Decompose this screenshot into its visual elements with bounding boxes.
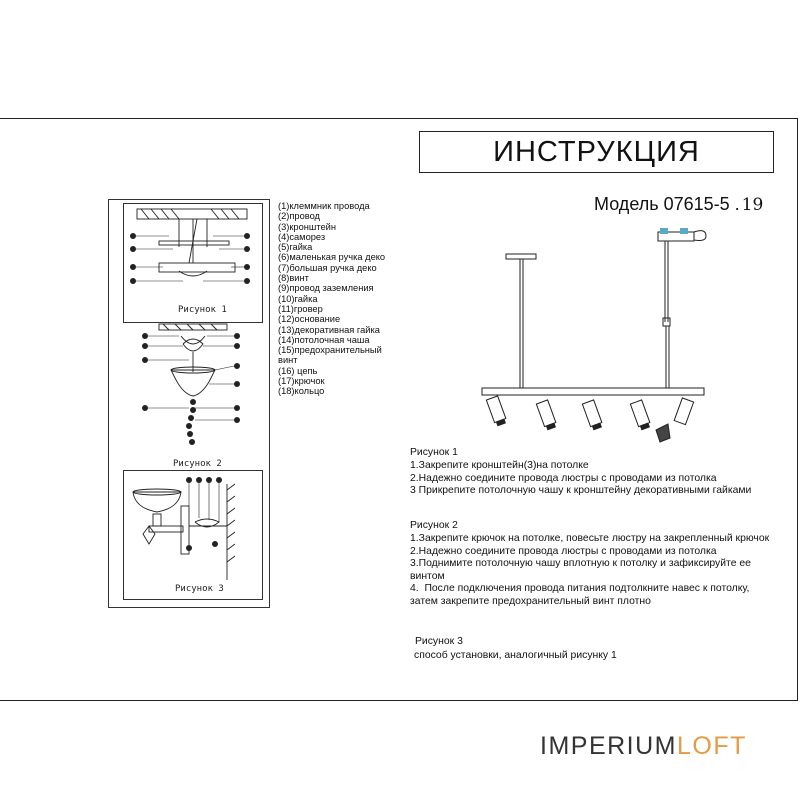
parts-list-item: (15)предохранительный винт [278,345,382,366]
parts-list-item: (16) цепь [278,365,318,376]
figure-2-drawing [142,323,240,445]
section-3-steps: способ установки, аналогичный рисунку 1 [414,650,617,663]
parts-list-item: (3)кронштейн [278,221,337,232]
parts-list-item: (1)клеммник провода [278,201,370,211]
parts-list-item: (10)гайка [278,293,318,304]
parts-list-item: (6)маленькая ручка деко [278,252,386,263]
document-title: ИНСТРУКЦИЯ [419,131,774,173]
parts-list-item: (14)потолочная чаша [278,334,370,345]
figure-2-label: Рисунок 2 [173,459,222,469]
brand-name-part2: LOFT [677,732,747,760]
figure-1-drawing [130,208,250,284]
figure-3-label: Рисунок 3 [175,584,224,594]
diagram-panel [108,199,270,608]
model-number: Модель 07615-5 .19 [594,194,763,215]
instruction-step: 2.Надежно соедините провода люстры с про… [410,545,717,557]
instruction-step: 1.Закрепите крючок на потолке, повесьте … [410,533,770,544]
parts-list: (1)клеммник провода (2)провод (3)кронште… [278,201,390,397]
parts-list-item: (7)большая ручка деко [278,262,377,273]
parts-list-item: (17)крючок [278,376,325,387]
instruction-step: 3 Прикрепите потолочную чашу к кронштейн… [410,485,752,497]
parts-list-item: (13)декоративная гайка [278,324,380,335]
instruction-step: способ установки, аналогичный рисунку 1 [414,650,617,661]
section-1-heading: Рисунок 1 [410,447,458,458]
parts-list-item: (4)саморез [278,231,326,242]
brand-name-part1: IMPERIUM [540,732,677,760]
model-suffix: 19 [741,195,764,215]
section-2-heading: Рисунок 2 [410,520,458,531]
section-1-steps: 1.Закрепите кронштейн(3)на потолке 2.Над… [410,460,751,498]
parts-list-item: (12)основание [278,314,341,325]
figure-1-box [123,203,263,323]
instruction-step: 4. После подключения провода питания под… [410,583,753,607]
instruction-step: 2.Надежно соедините провода люстры с про… [410,472,717,484]
figure-3-box [123,470,263,600]
parts-list-item: (8)винт [278,273,309,284]
chandelier-drawing [481,228,707,443]
instruction-step: 3.Поднимите потолочную чашу вплотную к п… [410,558,754,582]
model-label: Модель 07615-5 . [594,194,740,214]
parts-list-item: (2)провод [278,211,320,222]
parts-list-item: (18)кольцо [278,386,325,397]
parts-list-item: (9)провод заземления [278,283,374,294]
figure-3-drawing [132,477,236,580]
brand-logo: IMPERIUMLOFT [540,732,747,761]
section-2-steps: 1.Закрепите крючок на потолке, повесьте … [410,533,780,609]
document-frame [0,118,798,701]
parts-list-item: (11)гровер [278,303,323,314]
figure-1-label: Рисунок 1 [178,305,227,315]
section-3-heading: Рисунок 3 [415,636,463,647]
parts-list-item: (5)гайка [278,242,313,253]
instruction-step: 1.Закрепите кронштейн(3)на потолке [410,460,589,471]
